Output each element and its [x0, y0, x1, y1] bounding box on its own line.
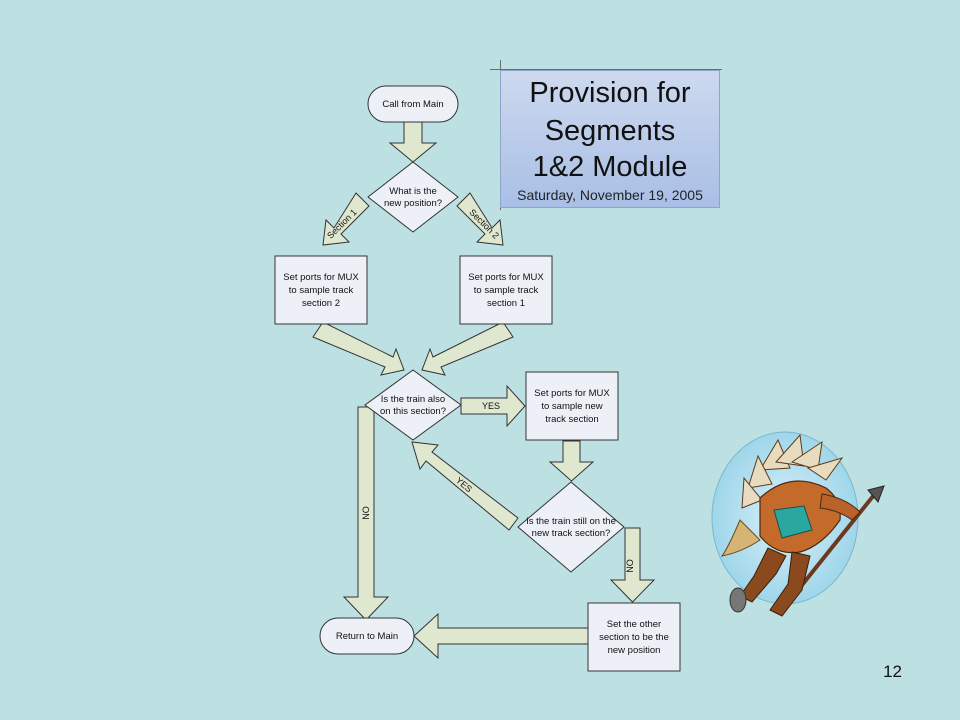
- box-other-line2: section to be the: [599, 632, 669, 643]
- box-left-line2: to sample track: [289, 285, 354, 296]
- title-date: Saturday, November 19, 2005: [517, 187, 703, 203]
- decision-new-position: [367, 161, 459, 233]
- box-set-other-section: [587, 602, 681, 672]
- decision-train-still-line2: new track section?: [532, 528, 611, 539]
- decision-train-also-line1: Is the train also: [381, 394, 445, 405]
- arrow-newbox-to-decision: [548, 440, 595, 482]
- arrow-other-to-return: [413, 612, 589, 660]
- box-other-line3: new position: [608, 645, 661, 656]
- arrow-section2: [456, 192, 504, 246]
- page-number: 12: [883, 662, 902, 681]
- arrow-no-left: [342, 406, 390, 621]
- box-right-line2: to sample track: [474, 285, 539, 296]
- decision-train-also: [364, 369, 462, 441]
- box-set-ports-section2: [274, 255, 368, 325]
- call-from-main-text: Call from Main: [382, 99, 443, 110]
- label-no-2: NO: [625, 559, 635, 573]
- box-new-section-line2: to sample new: [541, 401, 602, 412]
- arrow-yes-diagonal: [411, 441, 519, 531]
- title-line-2: Segments: [544, 115, 676, 147]
- label-no-1: NO: [361, 506, 371, 520]
- box-other-line1: Set the other: [607, 619, 661, 630]
- title-line-3: 1&2 Module: [532, 151, 688, 183]
- arrow-no-right: [609, 527, 656, 603]
- box-left-line1: Set ports for MUX: [283, 272, 359, 283]
- arrow-left-box-to-decision: [312, 321, 405, 376]
- title-line-1: Provision for: [529, 77, 691, 109]
- box-new-section-line3: track section: [545, 414, 598, 425]
- decision-train-also-line2: on this section?: [380, 406, 446, 417]
- arrow-right-box-to-decision: [421, 321, 514, 376]
- title-box: Provision for Segments 1&2 Module Saturd…: [500, 70, 720, 208]
- decision-train-still: [517, 481, 625, 573]
- arrow-section1: [322, 192, 370, 246]
- box-right-line1: Set ports for MUX: [468, 272, 544, 283]
- call-from-main-node: [367, 85, 459, 123]
- arrow-call-to-decision: [388, 121, 438, 163]
- title-deco-horizontal: [490, 69, 722, 70]
- box-set-ports-section1: [459, 255, 553, 325]
- return-to-main-text: Return to Main: [336, 631, 398, 642]
- box-right-line3: section 1: [487, 298, 525, 309]
- return-to-main-node: [319, 617, 415, 655]
- box-left-line3: section 2: [302, 298, 340, 309]
- decision-train-still-line1: Is the train still on the: [526, 516, 616, 527]
- box-new-section-line1: Set ports for MUX: [534, 388, 610, 399]
- label-yes-1: YES: [482, 401, 500, 411]
- decision-position-line2: new position?: [384, 198, 442, 209]
- box-set-ports-new-section: [525, 371, 619, 441]
- decision-position-line1: What is the: [389, 186, 437, 197]
- warrior-illustration: [711, 431, 885, 617]
- arrow-yes-right: [460, 384, 526, 428]
